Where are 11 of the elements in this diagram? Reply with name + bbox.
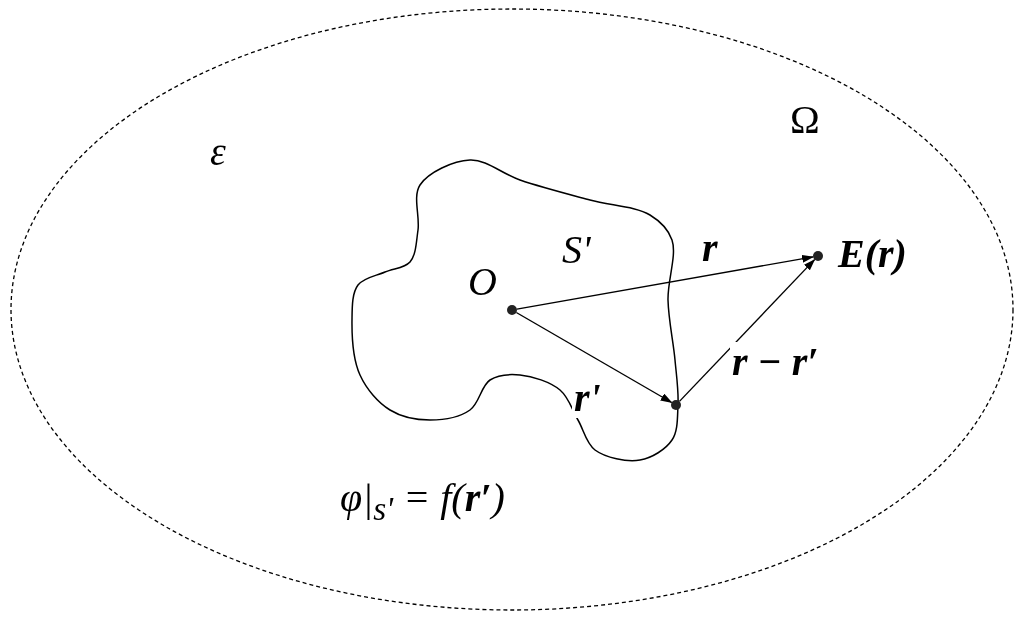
region-label: Ω: [790, 100, 820, 140]
vector-arrow: [516, 254, 815, 310]
dashed-ellipse-region: [10, 8, 1014, 611]
point-dot: [671, 400, 681, 410]
surface-label: S': [562, 230, 591, 270]
boundary-condition-formula: φ|$_{s'}$ = f(r′): [340, 478, 505, 526]
vector-arrow: [515, 311, 673, 404]
field-label: E(r): [838, 234, 907, 274]
origin-label: O: [468, 262, 497, 302]
vector-arrow: [678, 258, 816, 403]
permittivity-label: ε: [210, 132, 226, 172]
